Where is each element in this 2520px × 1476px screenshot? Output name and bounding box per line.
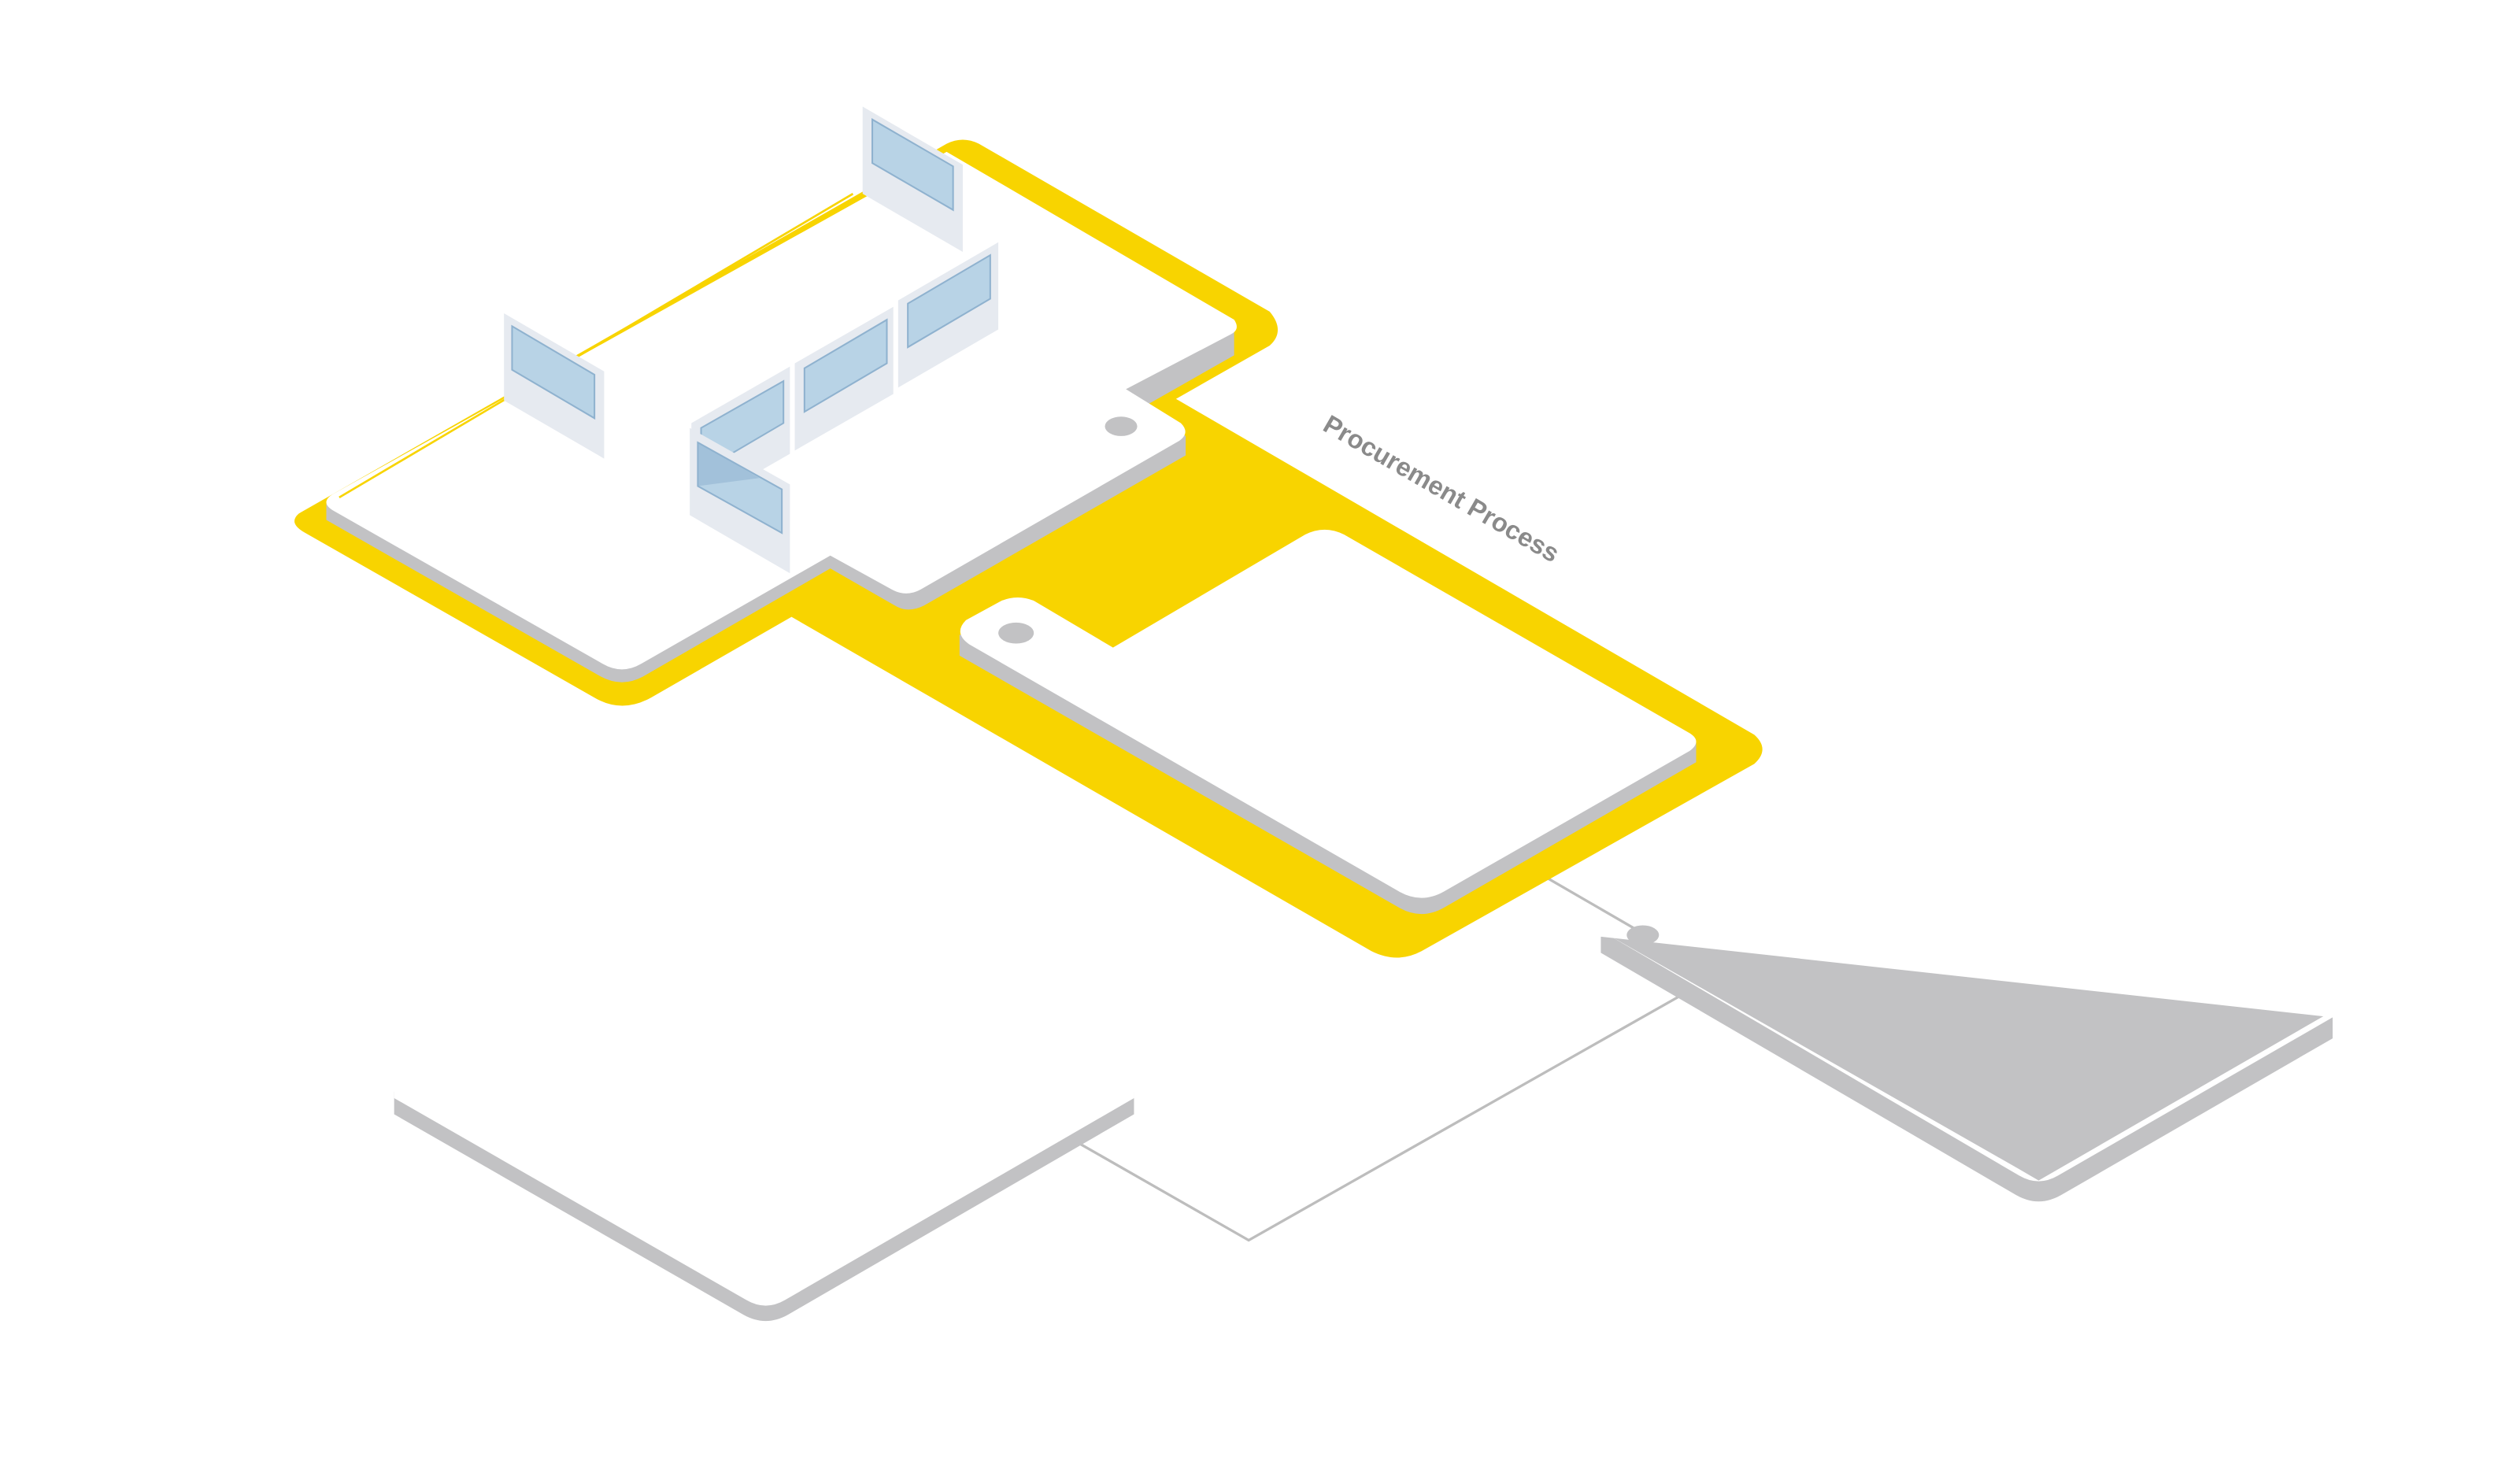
connector-line-d xyxy=(1079,972,1723,1241)
connector-node-icon xyxy=(1626,925,1659,945)
connector-node-icon xyxy=(1105,416,1138,436)
platform-lower-left xyxy=(394,1089,1134,1321)
connector-node-icon xyxy=(998,623,1034,644)
platform-lower-left-top xyxy=(394,1089,1134,1306)
connector-node-icon xyxy=(1708,964,1737,982)
